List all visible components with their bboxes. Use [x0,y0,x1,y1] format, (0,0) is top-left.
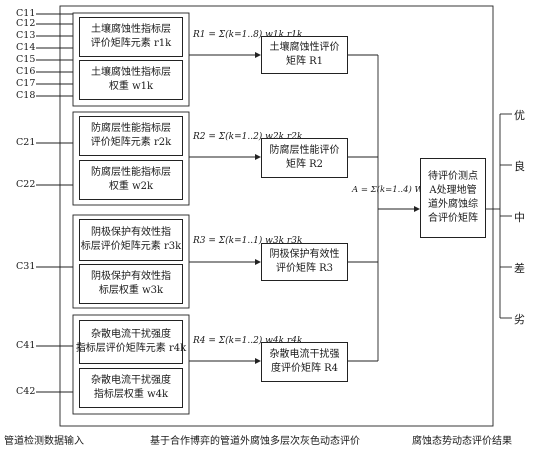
final-evaluation-box: 待评价测点 A处理地管 道外腐蚀综 合评价矩阵 [420,158,486,238]
input-label: C15 [16,54,36,65]
final-box-line: 道外腐蚀综 [428,199,478,210]
weight-box-line: 土壤腐蚀性指标层 [91,67,171,78]
matrix-box-line: 土壤腐蚀性指标层 [90,24,171,35]
result-box-4: 杂散电流干扰强度评价矩阵 R4 [261,342,348,382]
result-box-line: 度评价矩阵 R4 [270,363,339,374]
result-box-line: 杂散电流干扰强 [269,349,340,360]
matrix-box-line: 杂散电流干扰强度 [91,329,171,340]
formula-r3: R3 = Σ(k=1..1) w3k r3k [193,236,303,246]
final-box-line: 待评价测点 [428,171,478,182]
grade-label: 优 [514,109,525,122]
matrix-box-line: 标层评价矩阵元素 r3k [80,241,182,252]
weight-box-line: 杂散电流干扰强度 [91,375,171,386]
matrix-box-4: 杂散电流干扰强度指标层评价矩阵元素 r4k [75,320,187,364]
weight-box-line: 权重 w1k [108,81,154,92]
formula-r2: R2 = Σ(k=1..2) w2k r2k [193,132,303,142]
matrix-box-line: 评价矩阵元素 r2k [90,137,172,148]
weight-box-line: 权重 w2k [108,181,154,192]
weight-box-line: 标层权重 w3k [98,285,164,296]
final-box-line: 合评价矩阵 [428,213,478,224]
input-label: C18 [16,90,36,101]
input-label: C42 [16,386,36,397]
grade-label: 中 [514,211,525,224]
result-box-line: 矩阵 R2 [285,159,324,170]
weight-box-1: 土壤腐蚀性指标层权重 w1k [79,60,183,100]
grade-label: 差 [514,262,525,275]
input-label: C17 [16,78,36,89]
footer-right-caption: 腐蚀态势动态评价结果 [412,436,512,447]
result-box-line: 阴极保护有效性 [269,249,340,260]
input-label: C16 [16,66,36,77]
weight-box-4: 杂散电流干扰强度指标层权重 w4k [79,368,183,408]
input-label: C13 [16,30,36,41]
group-frame-3 [72,214,190,309]
matrix-box-line: 防腐层性能指标层 [90,123,171,134]
result-box-line: 土壤腐蚀性评价 [269,42,340,53]
group-frame-4 [72,314,190,415]
grade-label: 良 [514,160,525,173]
matrix-box-3: 阴极保护有效性指标层评价矩阵元素 r3k [79,219,183,261]
weight-box-line: 防腐层性能指标层 [91,167,171,178]
group-frame-2 [72,111,190,206]
matrix-box-1: 土壤腐蚀性指标层评价矩阵元素 r1k [79,17,183,57]
formula-r1: R1 = Σ(k=1..8) w1k r1k [193,30,303,40]
footer-left-caption: 管道检测数据输入 [4,436,84,447]
result-box-1: 土壤腐蚀性评价矩阵 R1 [261,36,348,74]
result-box-line: 矩阵 R1 [285,56,324,67]
result-box-3: 阴极保护有效性评价矩阵 R3 [261,243,348,281]
input-label: C14 [16,42,36,53]
weight-box-2: 防腐层性能指标层权重 w2k [79,160,183,200]
footer-center-caption: 基于合作博弈的管道外腐蚀多层次灰色动态评价 [150,436,360,447]
weight-box-line: 阴极保护有效性指 [91,271,171,282]
result-box-line: 防腐层性能评价 [269,145,340,156]
formula-r4: R4 = Σ(k=1..2) w4k r4k [193,336,303,346]
result-box-line: 评价矩阵 R3 [275,263,334,274]
input-label: C11 [16,8,36,19]
input-label: C12 [16,18,36,29]
matrix-box-line: 指标层评价矩阵元素 r4k [75,343,187,354]
weight-box-line: 指标层权重 w4k [93,389,169,400]
input-label: C41 [16,340,36,351]
outer-frame [59,5,494,427]
matrix-box-line: 阴极保护有效性指 [90,227,171,238]
weight-box-3: 阴极保护有效性指标层权重 w3k [79,264,183,304]
input-label: C31 [16,261,36,272]
input-label: C22 [16,179,36,190]
result-box-2: 防腐层性能评价矩阵 R2 [261,138,348,178]
input-label: C21 [16,137,36,148]
matrix-box-line: 评价矩阵元素 r1k [90,38,172,49]
aggregate-formula: A = Σ(k=1..4) Wk Rk [352,185,443,195]
final-box-line: A处理地管 [429,185,477,196]
matrix-box-2: 防腐层性能指标层评价矩阵元素 r2k [79,116,183,156]
group-frame-1 [72,12,190,107]
grade-label: 劣 [514,313,525,326]
